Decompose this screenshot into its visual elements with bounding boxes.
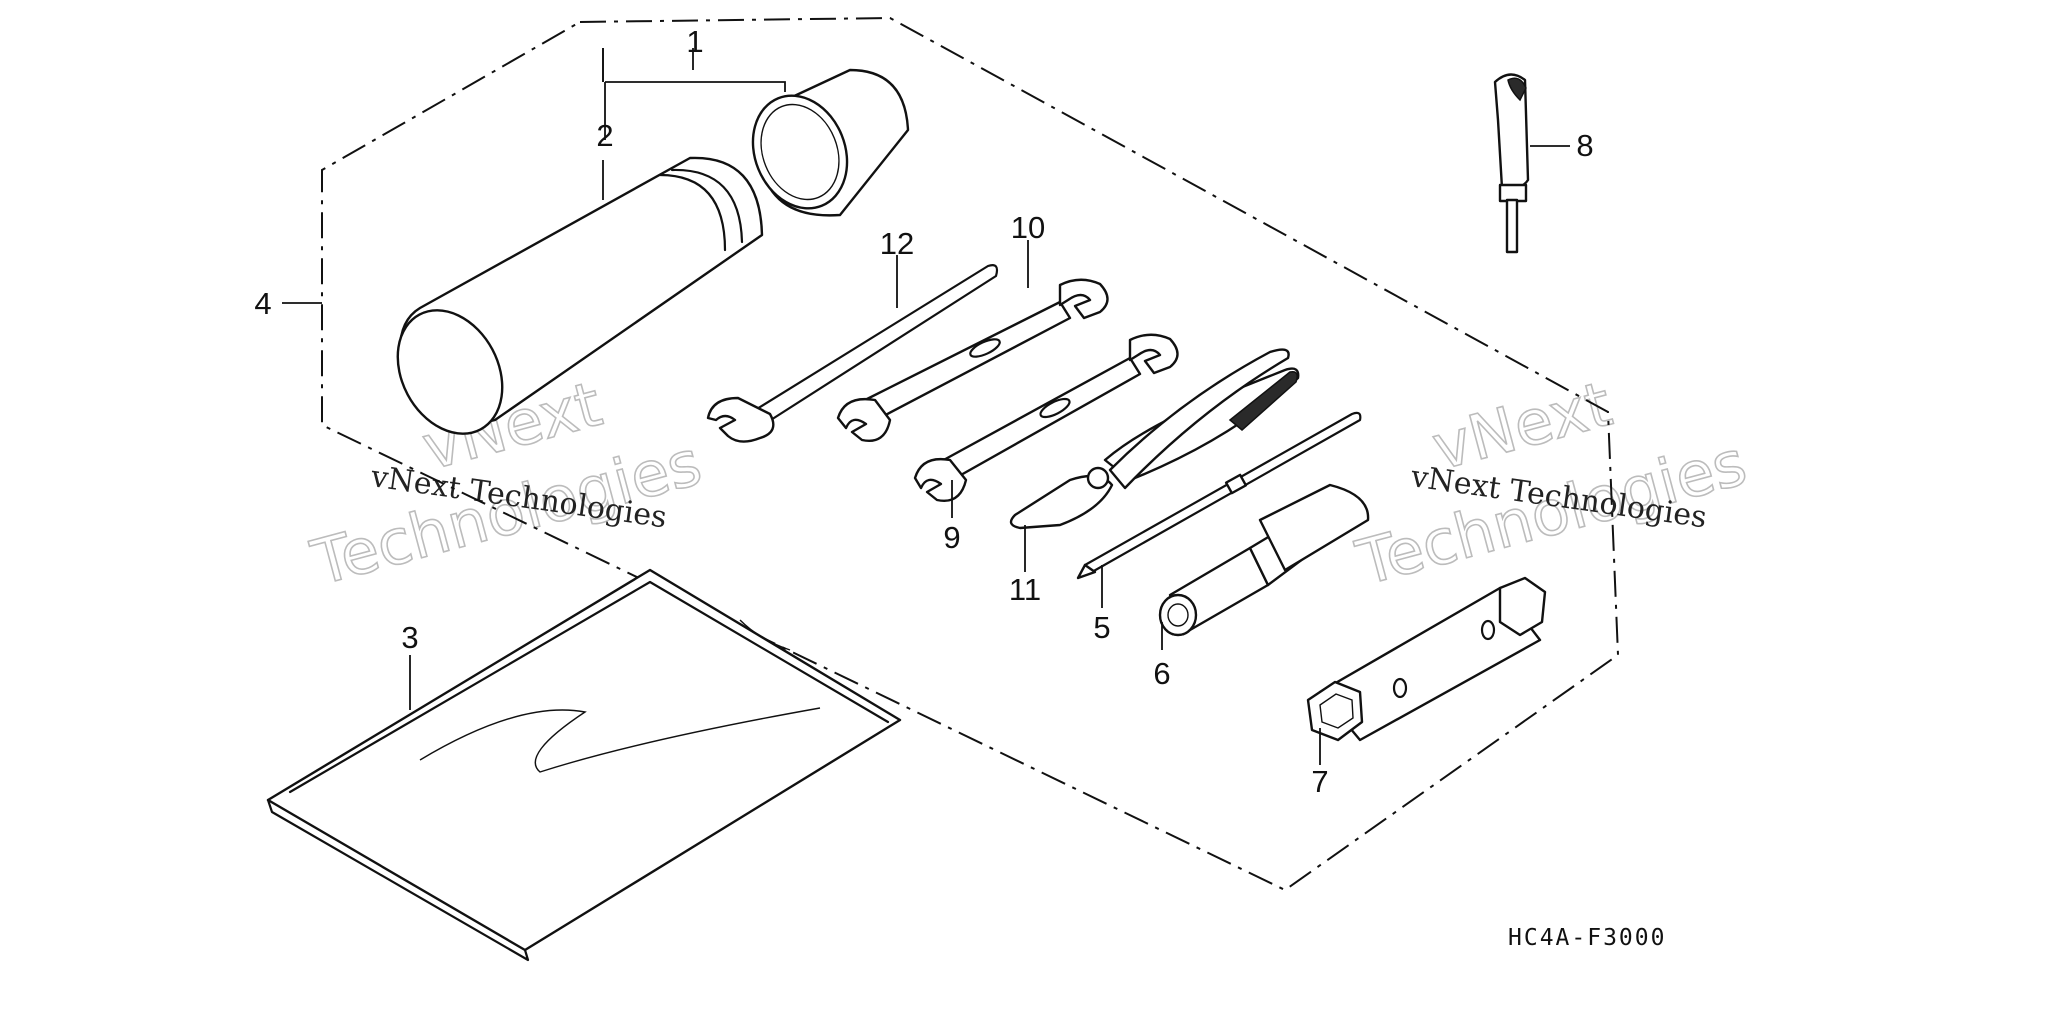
- callout-9: 9: [943, 520, 960, 555]
- tool-case-cap: [751, 68, 910, 217]
- pliers: [1009, 348, 1300, 530]
- kit-boundary: [321, 16, 1620, 892]
- callout-7: 7: [1311, 764, 1328, 799]
- callout-3: 3: [401, 620, 418, 655]
- tool-case-tube: [396, 156, 764, 435]
- callout-2: 2: [596, 118, 613, 153]
- callout-6: 6: [1153, 656, 1170, 691]
- callout-5: 5: [1093, 610, 1110, 645]
- callout-12: 12: [880, 226, 914, 261]
- wrench-10: [836, 278, 1109, 442]
- leader-lines: [282, 48, 1570, 765]
- screwdriver-grip: [1493, 73, 1530, 254]
- callout-1: 1: [686, 24, 703, 59]
- screwdriver-blade: [1076, 411, 1362, 580]
- watermark-right: vNext Technologies vNext Technologies: [1348, 366, 1754, 600]
- socket-wrench: [1158, 483, 1370, 637]
- owners-manual-pouch: [266, 568, 902, 962]
- callout-8: 8: [1576, 128, 1593, 163]
- callout-4: 4: [254, 286, 271, 321]
- callout-10: 10: [1011, 210, 1045, 245]
- wrench-12: [706, 264, 999, 443]
- callout-11: 11: [1009, 572, 1041, 607]
- callout-numbers: 1 2 3 4 5 6 7 8 9 10 11 12: [254, 24, 1593, 799]
- diagram-part-code: HC4A-F3000: [1508, 925, 1666, 951]
- box-wrench: [1306, 576, 1547, 742]
